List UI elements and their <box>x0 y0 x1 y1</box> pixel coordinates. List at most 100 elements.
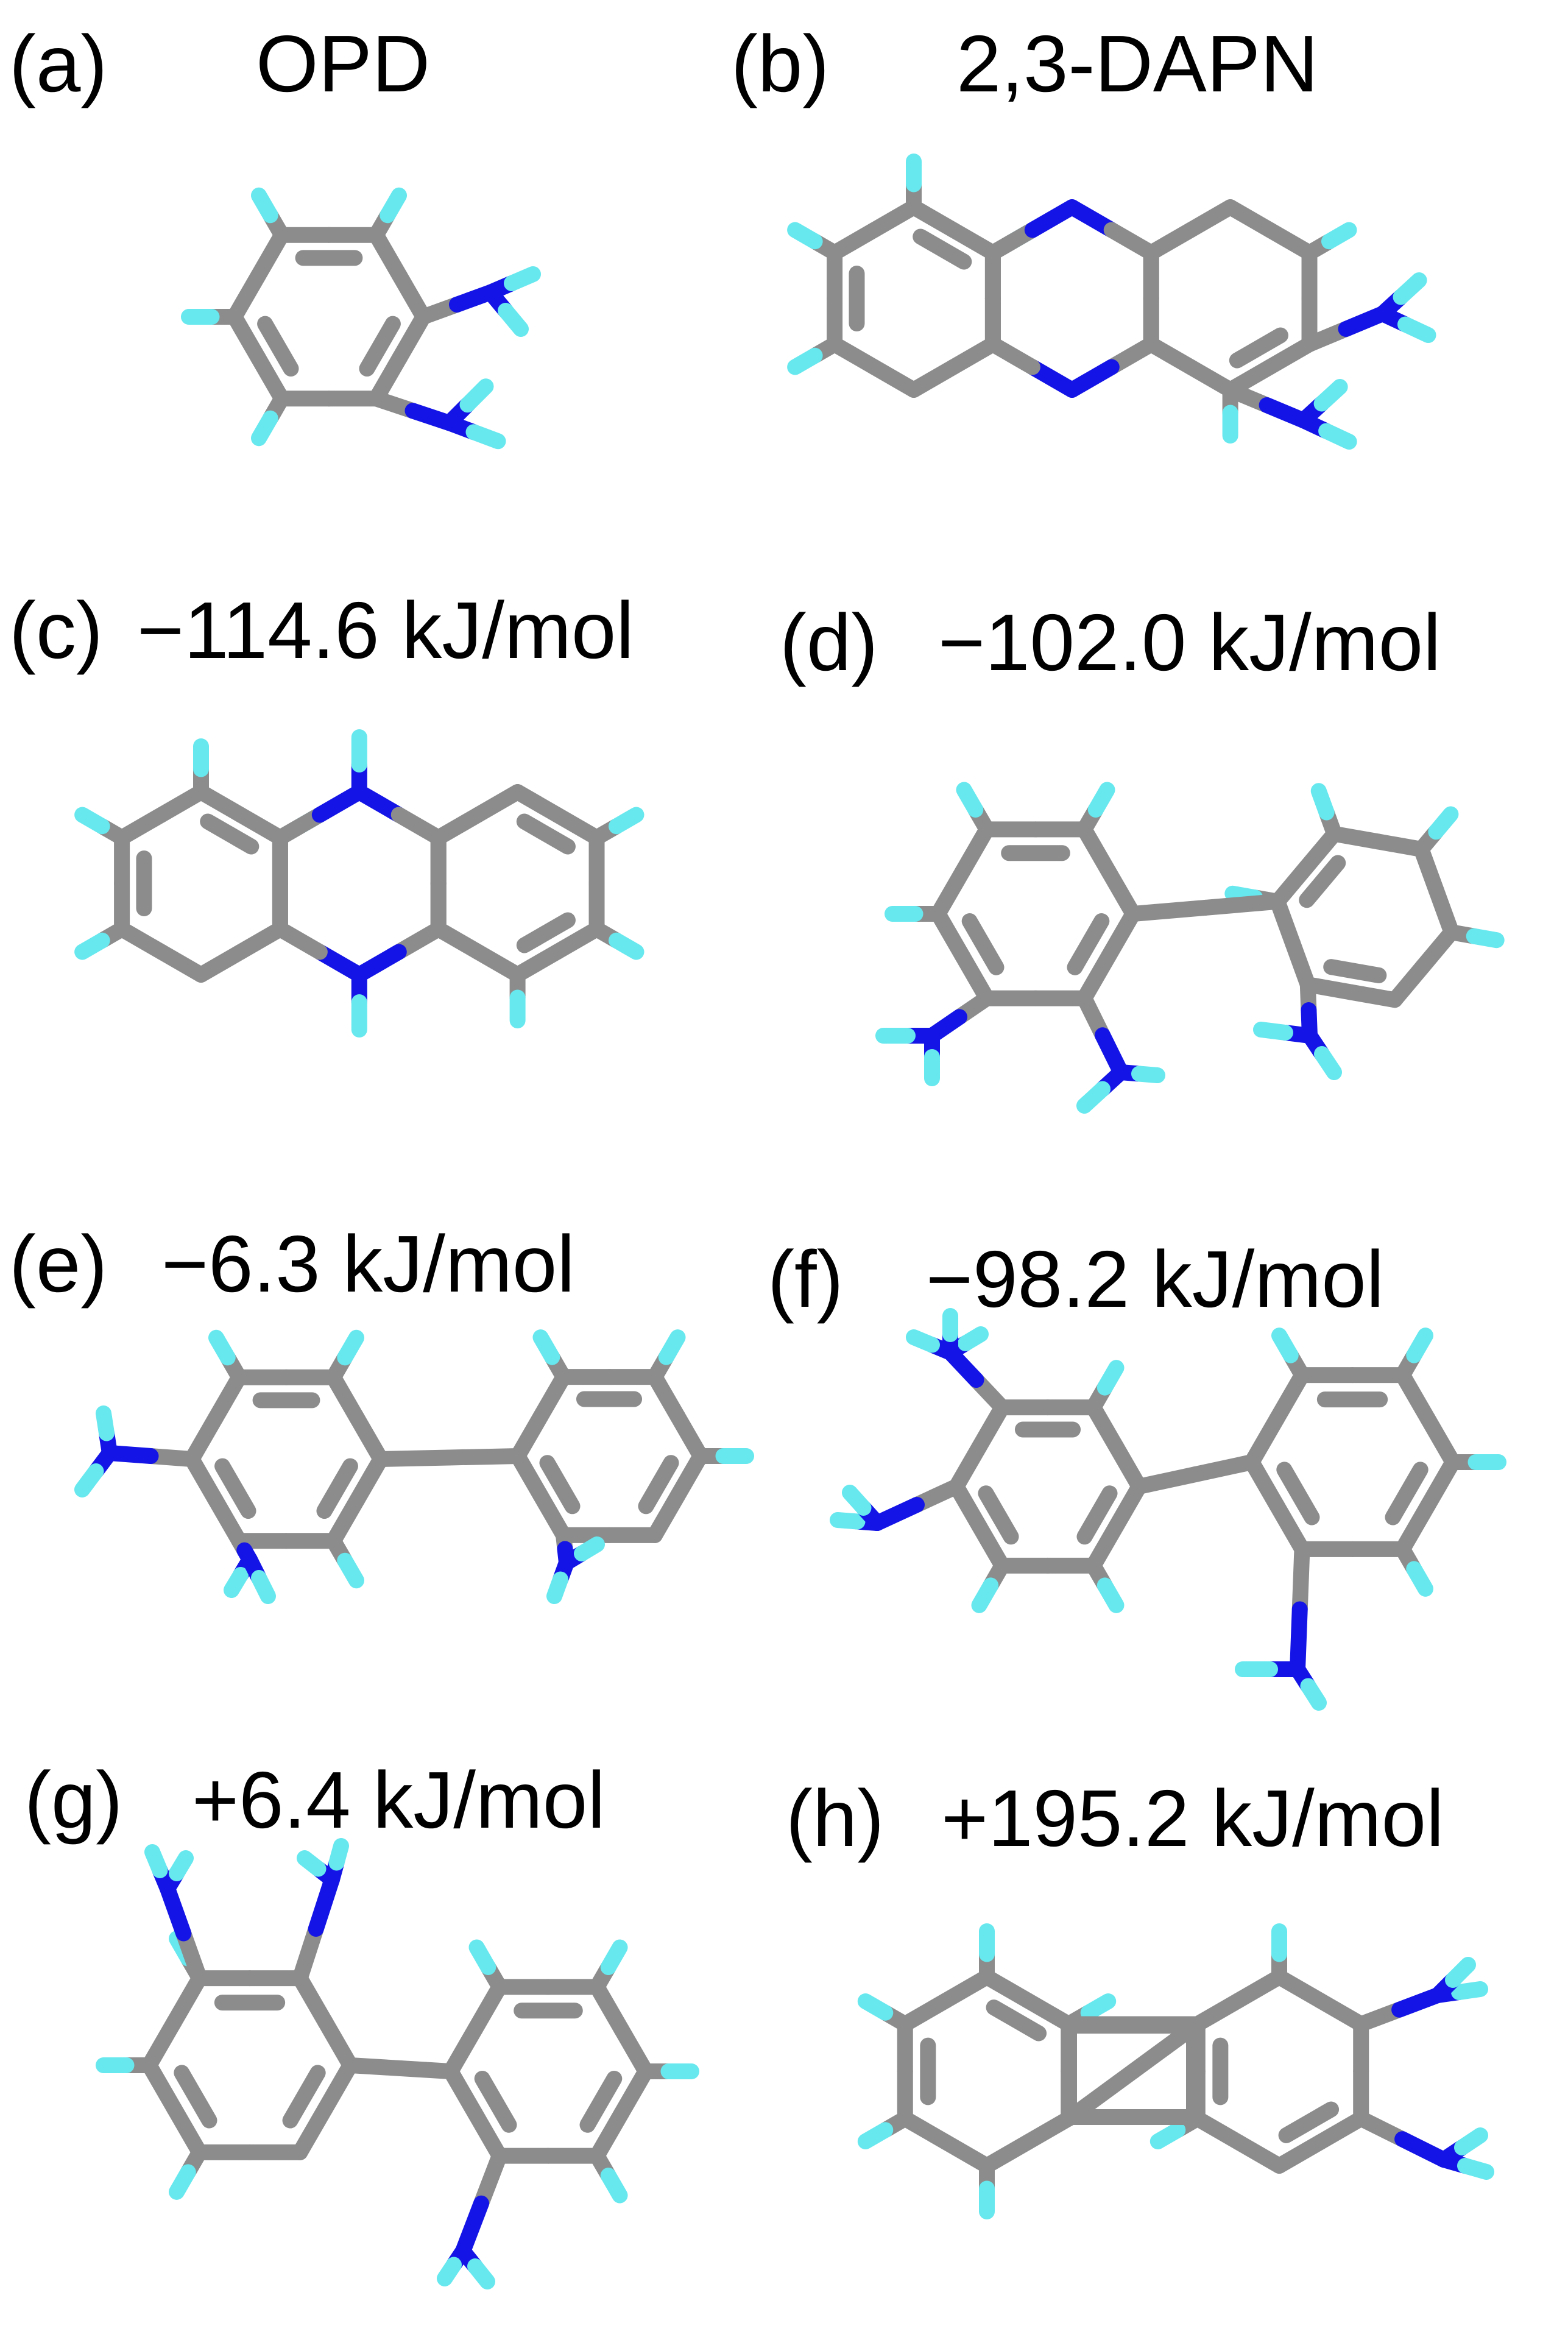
panel-e-title: −6.3 kJ/mol <box>161 1219 575 1309</box>
double-bond <box>539 1455 581 1515</box>
double-bond <box>978 1485 1019 1545</box>
bond <box>1321 222 1357 250</box>
panel-b-title: 2,3-DAPN <box>956 19 1318 108</box>
bond <box>1076 948 1117 1006</box>
bond <box>1076 1081 1111 1114</box>
bond <box>504 266 541 291</box>
panel-a-letter: (a) <box>9 19 107 108</box>
bond <box>574 1536 605 1561</box>
panel-d-letter: (d) <box>780 598 878 687</box>
double-bond <box>282 2065 326 2129</box>
bond <box>930 906 970 964</box>
bond <box>842 1485 872 1516</box>
bond <box>955 948 995 1006</box>
bond <box>498 303 529 337</box>
bond <box>297 1850 327 1877</box>
bond <box>473 2148 507 2211</box>
bond <box>1291 1541 1310 1617</box>
bond <box>1244 1454 1285 1514</box>
panel-h-title: +195.2 kJ/mol <box>941 1773 1444 1863</box>
bond <box>292 1970 333 2030</box>
bond <box>169 1850 194 1881</box>
bond <box>1457 2158 1494 2180</box>
double-bond <box>1385 1462 1429 1525</box>
double-bond <box>474 2070 517 2133</box>
bond <box>955 821 995 880</box>
bond <box>1300 1678 1327 1711</box>
bond <box>337 1552 364 1589</box>
bond <box>1393 272 1427 305</box>
bond <box>1406 1328 1433 1363</box>
bond <box>74 807 110 835</box>
bond <box>958 1326 989 1351</box>
bond <box>857 2122 894 2149</box>
bond <box>1454 2127 1488 2155</box>
double-bond <box>961 913 1005 975</box>
bond <box>166 2101 208 2160</box>
molecule-c <box>74 729 645 1038</box>
bond <box>468 1939 496 1975</box>
panel-h-letter: (h) <box>786 1773 884 1863</box>
bond <box>1131 1466 1204 1494</box>
bond <box>251 1570 276 1604</box>
bond <box>906 1329 940 1353</box>
double-bond <box>257 316 299 377</box>
bond <box>437 2257 462 2286</box>
bond <box>1097 1360 1125 1396</box>
bond <box>74 932 110 960</box>
double-bond <box>913 228 972 270</box>
bond <box>1087 782 1115 818</box>
bond <box>1314 1046 1342 1080</box>
bond <box>455 2195 489 2259</box>
bond <box>96 1405 115 1441</box>
bond <box>292 1921 324 1987</box>
molecule-g <box>96 1838 699 2289</box>
panel-g-letter: (g) <box>24 1755 122 1845</box>
panel-e-letter: (e) <box>9 1219 107 1309</box>
bond <box>141 2013 183 2073</box>
panel-d-title: −102.0 kJ/mol <box>938 598 1441 687</box>
double-bond <box>359 316 401 377</box>
bond <box>1269 1367 1310 1427</box>
bond <box>1419 1410 1461 1470</box>
bond <box>373 1449 457 1467</box>
dapn-molecule <box>787 154 1436 450</box>
bond <box>1269 1497 1310 1557</box>
double-bond <box>1299 855 1346 908</box>
bond <box>141 2057 183 2117</box>
panel-c-title: −114.6 kJ/mol <box>137 585 634 675</box>
bond <box>169 2164 196 2200</box>
bond <box>600 1939 628 1975</box>
bond <box>1466 928 1505 949</box>
panel-g-title: +6.4 kJ/mol <box>192 1755 606 1845</box>
bond <box>443 2021 483 2079</box>
bond <box>658 1329 686 1365</box>
panel-c-letter: (c) <box>9 585 103 675</box>
panel-f-letter: (f) <box>768 1234 844 1324</box>
panel-b-letter: (b) <box>731 19 829 108</box>
bond <box>1125 899 1213 922</box>
bond <box>532 1329 560 1365</box>
panel-a-title: OPD <box>256 19 430 108</box>
molecule-e <box>74 1329 754 1604</box>
molecule-d <box>875 782 1505 1114</box>
panel-f-title: −98.2 kJ/mol <box>926 1234 1384 1324</box>
bond <box>317 2057 358 2117</box>
double-bond <box>1278 2101 1340 2143</box>
double-bond <box>1276 1462 1320 1525</box>
bond <box>1313 379 1348 412</box>
double-bond <box>516 813 576 855</box>
double-bond <box>200 813 260 855</box>
bond <box>443 2063 483 2122</box>
bond <box>1097 1577 1125 1613</box>
bond <box>1101 906 1141 964</box>
bond <box>930 863 970 922</box>
opd-molecule <box>181 187 541 450</box>
bond <box>1150 2122 1186 2149</box>
bond <box>1445 1957 1476 1988</box>
bond <box>251 410 278 447</box>
bond <box>208 1329 236 1366</box>
bond <box>1101 863 1141 922</box>
bond <box>465 424 506 450</box>
